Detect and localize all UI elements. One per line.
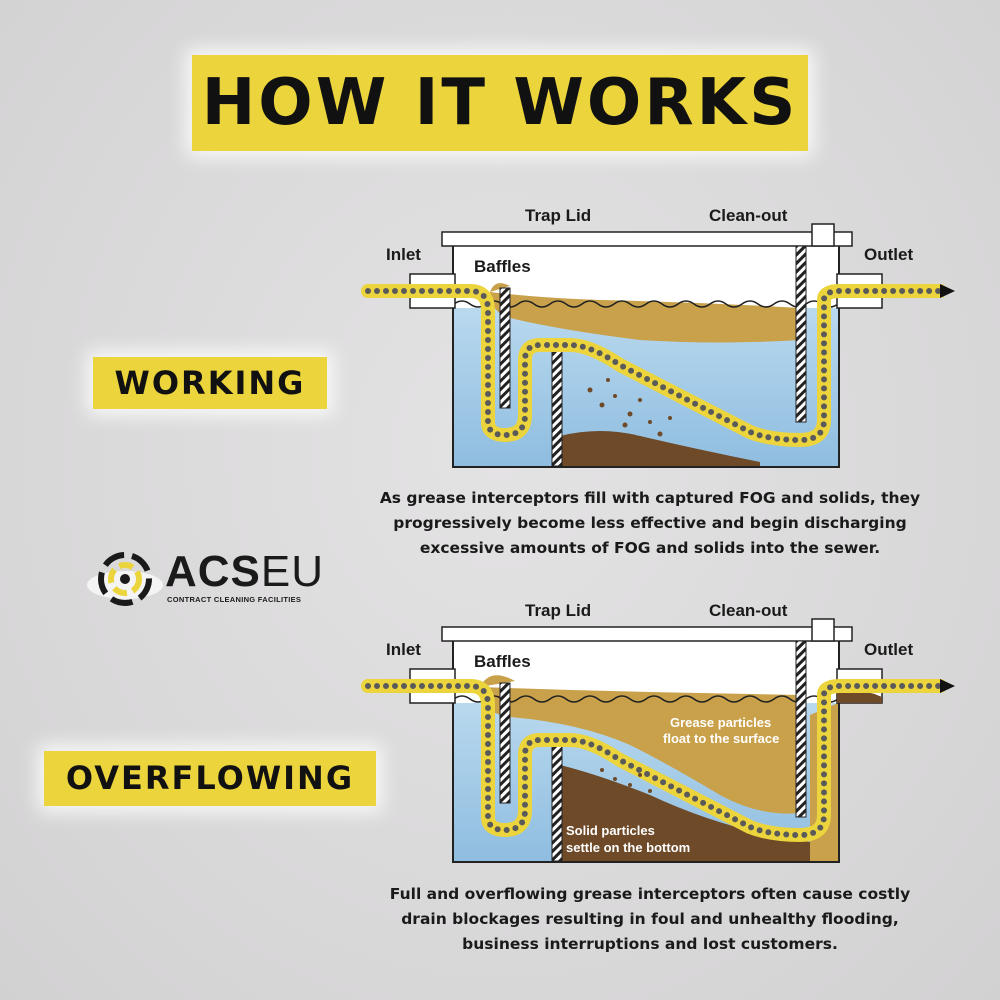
clean-out-label: Clean-out (709, 206, 788, 225)
solid-note-line1: Solid particles (566, 823, 655, 838)
caption-line: drain blockages resulting in foul and un… (401, 910, 899, 928)
logo-wordmark: ACSEU (165, 547, 324, 597)
clean-out-label: Clean-out (709, 601, 788, 620)
grease-note-line1: Grease particles (670, 715, 771, 730)
acseu-logo: ACSEU CONTRACT CLEANING FACILITIES (85, 545, 345, 617)
working-diagram: Trap Lid Clean-out Inlet Outlet Baffles (340, 200, 980, 480)
outlet-label: Outlet (864, 640, 913, 659)
caption-line: As grease interceptors fill with capture… (379, 489, 921, 507)
logo-brand: ACS (165, 547, 261, 596)
overflowing-banner: OVERFLOWING (44, 751, 376, 806)
logo-brand-suffix: EU (260, 547, 325, 596)
baffles-label: Baffles (474, 257, 531, 276)
outlet-label: Outlet (864, 245, 913, 264)
trap-lid-label: Trap Lid (525, 206, 591, 225)
logo-tagline: CONTRACT CLEANING FACILITIES (167, 595, 302, 604)
baffles-label: Baffles (474, 652, 531, 671)
overflowing-caption: Full and overflowing grease interceptors… (340, 882, 960, 957)
caption-line: Full and overflowing grease interceptors… (389, 885, 911, 903)
grease-note-line2: float to the surface (663, 731, 779, 746)
caption-line: business interruptions and lost customer… (462, 935, 838, 953)
inlet-label: Inlet (386, 245, 421, 264)
overflowing-diagram: Grease particles float to the surface So… (340, 595, 980, 875)
working-banner: WORKING (93, 357, 327, 409)
caption-line: excessive amounts of FOG and solids into… (419, 539, 881, 557)
logo-mark-icon (87, 552, 163, 606)
trap-lid-label: Trap Lid (525, 601, 591, 620)
inlet-label: Inlet (386, 640, 421, 659)
solid-note-line2: settle on the bottom (566, 840, 690, 855)
page-title: HOW IT WORKS (192, 55, 808, 151)
working-caption: As grease interceptors fill with capture… (340, 486, 960, 561)
caption-line: progressively become less effective and … (393, 514, 907, 532)
